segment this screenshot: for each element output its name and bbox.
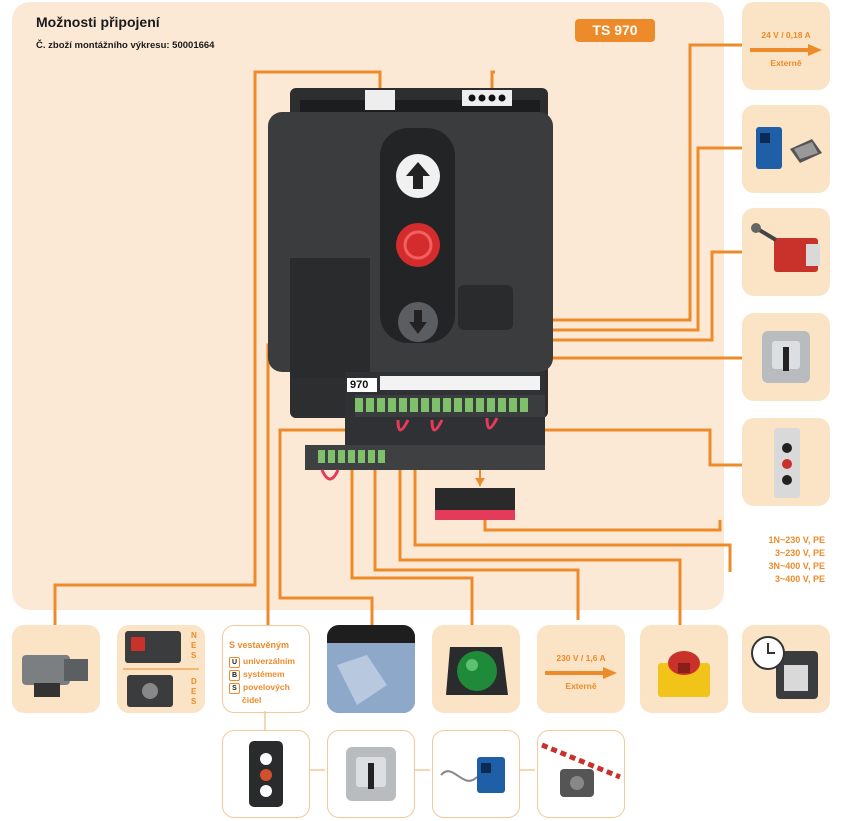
arrow-right-icon bbox=[750, 44, 822, 56]
integrated-item-text: povelových bbox=[243, 682, 290, 692]
emergency-stop-tile bbox=[640, 625, 728, 713]
key-switch-icon bbox=[762, 331, 810, 383]
des-label: D E S bbox=[191, 677, 197, 706]
model-badge: TS 970 bbox=[575, 19, 655, 42]
page-title: Možnosti připojení bbox=[36, 14, 160, 30]
safety-switch-tile bbox=[742, 208, 830, 296]
power-supply-line: 3N~400 V, PE bbox=[768, 561, 825, 571]
power-supply-line: 1N~230 V, PE bbox=[768, 535, 825, 545]
controller-label: 970 bbox=[350, 379, 369, 391]
integrated-item-letter: B bbox=[229, 670, 240, 681]
limit-switch-tile: N E S D E S bbox=[117, 625, 205, 713]
command-chain-switch-tile bbox=[537, 730, 625, 818]
limit-switch-icon bbox=[123, 631, 199, 707]
motor-tile bbox=[12, 625, 100, 713]
integrated-item-text: systémem bbox=[243, 669, 285, 679]
external-24v-value: 24 V / 0,18 A bbox=[761, 30, 811, 40]
key-switch-tile bbox=[742, 313, 830, 401]
external-230v-tile: 230 V / 1,6 A Externě bbox=[537, 625, 625, 713]
external-230v-label: Externě bbox=[565, 681, 597, 691]
external-230v-value: 230 V / 1,6 A bbox=[556, 653, 606, 663]
power-supply-list: 1N~230 V, PE 3~230 V, PE 3N~400 V, PE 3~… bbox=[740, 534, 825, 586]
photocell-cable-icon bbox=[440, 757, 505, 793]
command-key-switch-tile bbox=[327, 730, 415, 818]
closing-edge-icon bbox=[327, 625, 415, 713]
push-button-tile bbox=[742, 418, 830, 506]
pull-switch-icon bbox=[751, 223, 820, 272]
chain-switch-icon bbox=[541, 742, 621, 797]
photocell-tile bbox=[742, 105, 830, 193]
push-button-icon bbox=[774, 428, 800, 498]
signal-lamp-icon bbox=[446, 647, 508, 695]
clock-icon bbox=[751, 636, 818, 699]
external-24v-label: Externě bbox=[770, 58, 802, 68]
power-supply-line: 3~230 V, PE bbox=[775, 548, 825, 558]
gear-motor-icon bbox=[22, 655, 88, 697]
closing-edge-tile bbox=[327, 625, 415, 713]
power-supply-line: 3~400 V, PE bbox=[775, 574, 825, 584]
drawing-number: Č. zboží montážního výkresu: 50001664 bbox=[36, 40, 215, 51]
timer-tile bbox=[742, 625, 830, 713]
integrated-heading: S vestavěným bbox=[229, 640, 290, 650]
push-button-icon bbox=[249, 741, 283, 807]
emergency-stop-icon bbox=[658, 651, 710, 697]
command-photocell-tile bbox=[432, 730, 520, 818]
arrow-right-icon bbox=[545, 667, 617, 679]
integrated-item-letter: S bbox=[229, 683, 240, 694]
nes-label: N E S bbox=[191, 631, 197, 660]
photocell-icon bbox=[756, 127, 822, 169]
signal-lamp-tile bbox=[432, 625, 520, 713]
integrated-item-text: univerzálním bbox=[243, 656, 295, 666]
key-switch-icon bbox=[346, 747, 396, 801]
command-push-button-tile bbox=[222, 730, 310, 818]
integrated-item-letter: U bbox=[229, 657, 240, 668]
integrated-tail: čidel bbox=[242, 695, 262, 705]
external-24v-tile: 24 V / 0,18 A Externě bbox=[742, 2, 830, 90]
